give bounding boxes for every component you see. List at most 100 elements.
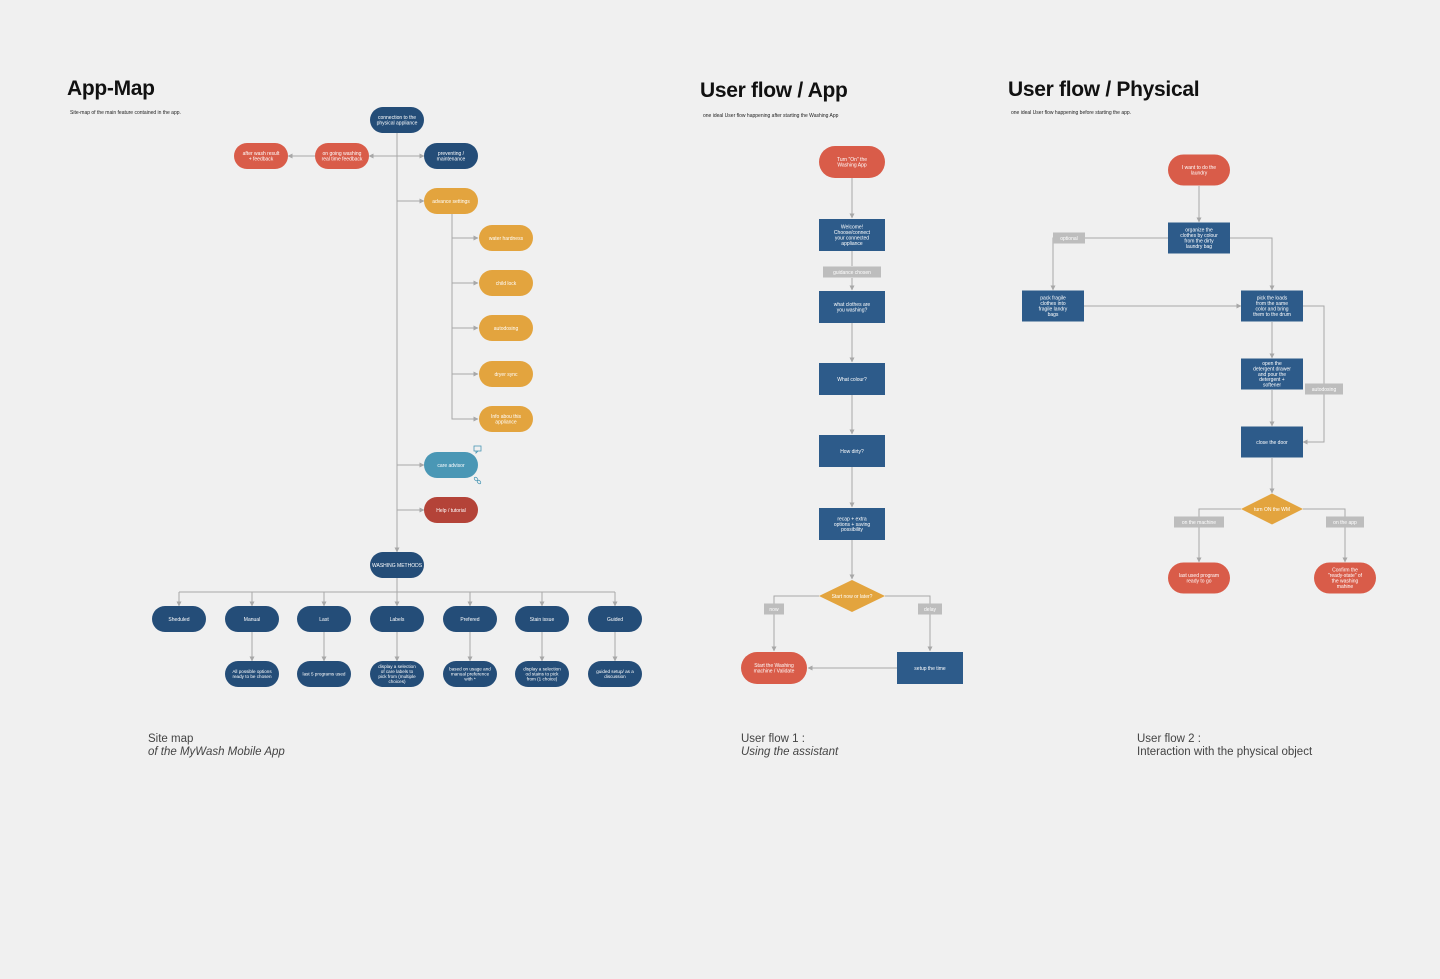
- pf-optional-tag-label: optional: [1060, 236, 1078, 242]
- app-map-caption-subtitle: of the MyWash Mobile App: [148, 746, 285, 758]
- pf-close-door-node: close the door: [1241, 426, 1303, 458]
- uf-now-connector: [771, 595, 819, 652]
- uf-now-tag-label: now: [769, 607, 779, 613]
- user-flow-app-subtitle: one ideal User flow happening after star…: [703, 113, 839, 119]
- setting-connector: [451, 214, 479, 241]
- pf-machine-connector: [1196, 508, 1241, 563]
- user-flow-physical-caption-title: User flow 2 :: [1137, 733, 1201, 745]
- app-map-title: App-Map: [67, 77, 155, 100]
- help-tutorial-node: Help / tutorial: [424, 497, 478, 523]
- method-node-label: Prefered: [460, 617, 479, 623]
- uf-setup-time-node-label: setup the time: [914, 666, 946, 672]
- uf-delay-tag: delay: [918, 603, 942, 615]
- uf-colour-node: What colour?: [819, 363, 885, 395]
- pf-optional-tag: optional: [1053, 232, 1085, 244]
- chat-icon: [473, 445, 482, 454]
- uf-dirty-node-label: How dirty?: [840, 449, 864, 455]
- method-node: Stain issue: [515, 606, 569, 632]
- method-node-label: Last: [319, 617, 329, 623]
- care-advisor-node: care advisor: [424, 452, 478, 478]
- user-flow-app-caption-title: User flow 1 :: [741, 733, 805, 745]
- care-advisor-node-label: care advisor: [437, 463, 465, 469]
- setting-connector: [451, 214, 479, 331]
- setting-node-label: autodosing: [494, 326, 519, 332]
- app-map-caption-title: Site map: [148, 733, 194, 745]
- help-tutorial-node-label: Help / tutorial: [436, 508, 465, 514]
- washing-methods-node-label: WASHING METHODS: [372, 563, 423, 569]
- uf-delay-tag-label: delay: [924, 607, 936, 613]
- uf-setup-time-node: setup the time: [897, 652, 963, 684]
- pf-autodosing-tag: autodosing: [1305, 383, 1343, 395]
- uf-now-tag: now: [764, 603, 784, 615]
- after-wash-node-label: after wash result+ feedback: [243, 151, 280, 162]
- user-flow-app-caption: User flow 1 : Using the assistant: [741, 733, 838, 759]
- method-node-label: Sheduled: [168, 617, 189, 623]
- setting-node-label: child lock: [496, 281, 517, 287]
- method-node: Sheduled: [152, 606, 206, 632]
- method-detail-node-label: last 5 programs used: [303, 672, 346, 677]
- method-node-label: Stain issue: [530, 617, 555, 623]
- setting-node-label: dryer sync: [494, 372, 518, 378]
- setting-node: autodosing: [479, 315, 533, 341]
- method-detail-node: last 5 programs used: [297, 661, 351, 687]
- user-flow-physical-title: User flow / Physical: [1008, 78, 1200, 101]
- setting-connector: [451, 214, 479, 286]
- pf-on-machine-tag-label: on the machine: [1182, 520, 1216, 526]
- user-flow-physical-caption-subtitle: Interaction with the physical object: [1137, 746, 1313, 758]
- pf-optional-connector: [1050, 237, 1168, 291]
- uf-dirty-node: How dirty?: [819, 435, 885, 467]
- user-flow-physical-subtitle: one ideal User flow happening before sta…: [1011, 110, 1132, 116]
- method-node: Labels: [370, 606, 424, 632]
- pf-on-app-tag: on the app: [1326, 516, 1364, 528]
- setting-node-label: water hardness: [489, 236, 524, 242]
- setting-connector: [451, 214, 479, 422]
- uf-decision-node-label: Start now or later?: [832, 594, 873, 600]
- pf-autodosing-tag-label: autodosing: [1312, 387, 1337, 393]
- setting-node: dryer sync: [479, 361, 533, 387]
- pf-on-machine-tag: on the machine: [1174, 516, 1224, 528]
- user-flow-app-caption-subtitle: Using the assistant: [741, 746, 839, 758]
- washing-methods-node: WASHING METHODS: [370, 552, 424, 578]
- method-node: Guided: [588, 606, 642, 632]
- app-map-subtitle: Site-map of the main feature contained i…: [70, 110, 181, 116]
- method-node-label: Labels: [390, 617, 405, 623]
- pf-on-app-tag-label: on the app: [1333, 520, 1357, 526]
- after-wash-node: after wash result+ feedback: [234, 143, 288, 169]
- pf-turn-on-node: turn ON the WM: [1241, 493, 1303, 525]
- pf-organize-to-pick: [1230, 237, 1275, 291]
- app-map-caption: Site map of the MyWash Mobile App: [148, 733, 285, 759]
